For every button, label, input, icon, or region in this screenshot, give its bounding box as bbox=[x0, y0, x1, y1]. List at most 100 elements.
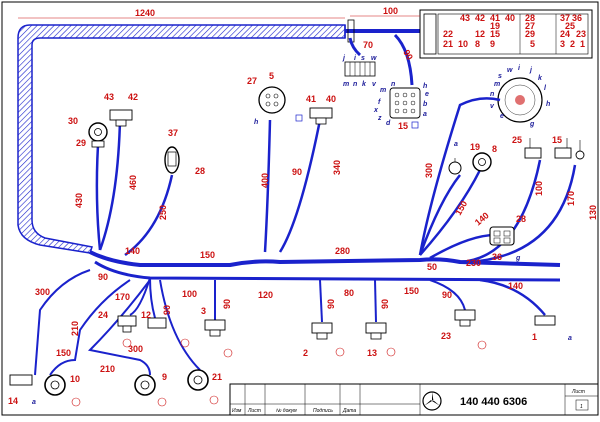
plus-terminal-icon bbox=[157, 397, 167, 407]
component-10: 10 bbox=[70, 374, 80, 384]
branch-43 bbox=[98, 119, 122, 251]
letter-i: i bbox=[354, 55, 357, 62]
branch-jsw bbox=[348, 37, 362, 57]
main-connector-block bbox=[419, 9, 593, 59]
letter-v: v bbox=[372, 81, 377, 88]
pin-label: 42 bbox=[475, 13, 485, 23]
pin-label: 19 bbox=[490, 21, 500, 31]
component-15b: 15 bbox=[552, 135, 562, 145]
component-21: 21 bbox=[212, 372, 222, 382]
connector-43 bbox=[109, 109, 133, 127]
plus-terminal-icon bbox=[386, 347, 396, 357]
dim-1240: 1240 bbox=[135, 8, 155, 18]
component-9: 9 bbox=[162, 372, 167, 382]
letter-k3: k bbox=[538, 75, 543, 82]
component-43: 43 bbox=[104, 92, 114, 102]
dim-430: 430 bbox=[74, 193, 84, 208]
dim-300-left: 300 bbox=[35, 287, 50, 297]
letter-j: j bbox=[342, 55, 346, 62]
plus-terminal-icon bbox=[223, 348, 233, 358]
letter-m: m bbox=[343, 81, 349, 88]
letter-m2: m bbox=[380, 87, 386, 94]
connector-14 bbox=[9, 374, 33, 386]
letter-s: s bbox=[361, 55, 365, 62]
branch-1 bbox=[479, 278, 546, 316]
letter-d2: d bbox=[386, 120, 391, 127]
dim-90-v: 90 bbox=[162, 305, 172, 315]
connector-36 bbox=[489, 226, 515, 246]
plus-terminal-icon bbox=[477, 340, 487, 350]
branch-15b bbox=[469, 164, 577, 264]
plus-terminal-icon bbox=[209, 395, 219, 405]
component-37: 37 bbox=[168, 128, 178, 138]
letter-a5: a bbox=[454, 141, 458, 148]
pin-label: 27 bbox=[525, 21, 535, 31]
pin-label: 8 bbox=[475, 39, 480, 49]
pin-label: 37 bbox=[560, 13, 570, 23]
dim-280: 280 bbox=[335, 246, 350, 256]
dim-130-r: 130 bbox=[588, 205, 598, 220]
component-14: 14 bbox=[8, 396, 18, 406]
letter-g3: g bbox=[529, 121, 535, 128]
connector-2 bbox=[311, 322, 333, 340]
component-5: 5 bbox=[269, 71, 274, 81]
dim-80: 80 bbox=[344, 288, 354, 298]
pin-label: 1 bbox=[580, 39, 585, 49]
letter-e2: e bbox=[425, 91, 429, 98]
branch-5 bbox=[263, 119, 272, 253]
branch-25 bbox=[459, 159, 542, 264]
connector-12 bbox=[147, 317, 167, 329]
pin-label: 9 bbox=[490, 39, 495, 49]
letter-w: w bbox=[371, 55, 377, 62]
pin-label: 43 bbox=[460, 13, 470, 23]
component-19: 19 bbox=[470, 142, 480, 152]
connector-8 bbox=[472, 152, 492, 172]
connector-23 bbox=[454, 309, 476, 327]
pin-label: 24 bbox=[560, 29, 570, 39]
pin-label: 22 bbox=[443, 29, 453, 39]
connector-15b bbox=[554, 138, 572, 159]
pin-label: 10 bbox=[458, 39, 468, 49]
dim-300-right: 300 bbox=[424, 163, 434, 178]
component-23: 23 bbox=[441, 331, 451, 341]
component-15a: 15 bbox=[398, 121, 408, 131]
component-30: 30 bbox=[68, 116, 78, 126]
component-28b: 28 bbox=[516, 214, 526, 224]
dim-100-r: 100 bbox=[534, 181, 544, 196]
dim-340: 340 bbox=[332, 160, 342, 175]
sheet-label: Лист bbox=[571, 389, 585, 395]
dim-170-r: 170 bbox=[566, 191, 576, 206]
dim-150-b: 150 bbox=[404, 286, 419, 296]
connector-29 bbox=[88, 122, 108, 148]
letter-i3: i bbox=[518, 65, 521, 72]
component-8: 8 bbox=[492, 144, 497, 154]
tb-col-izm: Изм bbox=[232, 408, 242, 414]
dim-90-mid: 90 bbox=[292, 167, 302, 177]
branch-13 bbox=[374, 279, 377, 323]
pin-label: 15 bbox=[490, 29, 500, 39]
pin-label: 29 bbox=[525, 29, 535, 39]
dim-100-l: 100 bbox=[182, 289, 197, 299]
dim-210-a: 210 bbox=[70, 321, 80, 336]
letter-x2: x bbox=[373, 107, 379, 114]
component-24: 24 bbox=[98, 310, 108, 320]
branch-21 bbox=[159, 279, 201, 371]
branch-a bbox=[418, 174, 461, 256]
dim-250: 250 bbox=[158, 205, 168, 220]
plus-terminal-icon bbox=[71, 397, 81, 407]
dim-90-b1: 90 bbox=[222, 299, 232, 309]
connector-9 bbox=[134, 374, 156, 396]
plus-terminal-icon bbox=[122, 338, 132, 348]
dim-90-top: 90 bbox=[401, 48, 415, 62]
round-connector-right bbox=[497, 77, 543, 123]
branch-29 bbox=[95, 144, 102, 251]
branch-41 bbox=[278, 119, 322, 253]
letter-j3: j bbox=[529, 67, 533, 74]
component-1: 1 bbox=[532, 332, 537, 342]
dim-90-b2: 90 bbox=[326, 299, 336, 309]
connector-5 bbox=[258, 86, 303, 122]
component-36: 36 bbox=[492, 252, 502, 262]
pin-label: 5 bbox=[530, 39, 535, 49]
main-trunk-hatched bbox=[17, 24, 346, 254]
